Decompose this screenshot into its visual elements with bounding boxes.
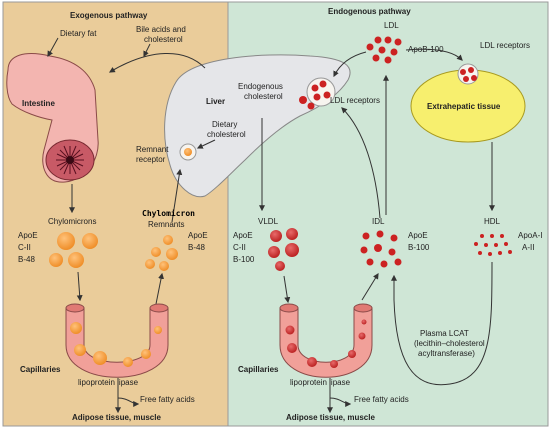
liver-label: Liver (206, 97, 225, 106)
arrow-ldl-to-liver (333, 51, 367, 78)
dietary-cholesterol-2: cholesterol (207, 130, 246, 139)
idl-apo-1: B-100 (408, 243, 430, 252)
bile-acids-label-2: cholesterol (144, 35, 183, 44)
arrow-idl-to-liver (341, 107, 381, 219)
ext-ldl-receptors-label: LDL receptors (480, 41, 530, 50)
hdl-apo-0: ApoA-I (518, 231, 542, 240)
arrow-vldl-to-capillaries (283, 275, 291, 304)
arrow-bile-acids (108, 52, 206, 73)
exo-adipose-label: Adipose tissue, muscle (72, 413, 161, 422)
chylo-apo-2: B-48 (18, 255, 35, 264)
chylo-apo-1: C-II (18, 243, 31, 252)
bile-acids-label-1: Bile acids and (136, 25, 186, 34)
extrahepatic-receptor (457, 63, 479, 85)
exo-free-fatty-acids: Free fatty acids (140, 395, 195, 404)
arrow-capillaries-to-remnants (155, 272, 165, 305)
dietary-fat-label: Dietary fat (60, 29, 97, 38)
chylomicron-particles (49, 232, 98, 268)
vldl-particles (268, 228, 299, 271)
endo-capillaries-label: Capillaries (238, 365, 279, 374)
exo-capillaries-label: Capillaries (20, 365, 61, 374)
remnant-particles (145, 235, 178, 271)
endo-lipoprotein-lipase: lipoprotein lipase (290, 378, 351, 387)
lcat-line-1: (lecithin–cholesterol (414, 339, 485, 348)
remnant-apo-1: B-48 (188, 243, 205, 252)
remnant-receptor (179, 143, 197, 161)
hdl-particles (474, 234, 512, 256)
chylomicrons-label: Chylomicrons (48, 217, 96, 226)
arrow-dietary-fat (47, 37, 59, 58)
remnant-apo-0: ApoE (188, 231, 208, 240)
vldl-apo-1: C-II (233, 243, 246, 252)
vldl-apo-0: ApoE (233, 231, 253, 240)
arrow-ldl-to-extrahepatic (405, 48, 463, 61)
exo-arrow-ffa (117, 397, 140, 407)
remnant-receptor-label-1: Remnant (136, 145, 169, 154)
endogenous-cholesterol-1: Endogenous (238, 82, 283, 91)
endogenous-title: Endogenous pathway (328, 7, 411, 16)
idl-particles (360, 230, 402, 268)
idl-label: IDL (372, 217, 385, 226)
endogenous-cholesterol-2: cholesterol (244, 92, 283, 101)
arrow-remnants-to-liver (171, 168, 183, 223)
liver (164, 54, 351, 198)
exogenous-capillary (65, 303, 169, 378)
endo-arrow-ffa (329, 397, 352, 407)
exo-lipoprotein-lipase: lipoprotein lipase (78, 378, 139, 387)
exogenous-title: Exogenous pathway (70, 11, 148, 20)
arrow-hdl-lcat (391, 261, 493, 386)
remnants-label: Remnants (148, 220, 184, 229)
liver-ldl-receptors-label: LDL receptors (330, 96, 380, 105)
arrow-chylomicrons-to-capillaries (76, 271, 83, 302)
extrahepatic-label: Extrahepatic tissue (427, 102, 501, 111)
intestine-label: Intestine (22, 99, 55, 108)
dietary-cholesterol-1: Dietary (212, 120, 237, 129)
endo-free-fatty-acids: Free fatty acids (354, 395, 409, 404)
ldl-label: LDL (384, 21, 399, 30)
ldl-particles (366, 36, 402, 64)
hdl-apo-1: A-II (522, 243, 534, 252)
vldl-label: VLDL (258, 217, 279, 226)
arrow-capillaries-to-idl (361, 272, 379, 301)
lcat-line-0: Plasma LCAT (420, 329, 469, 338)
arrow-dietary-cholesterol (196, 139, 216, 149)
chylo-apo-0: ApoE (18, 231, 38, 240)
idl-apo-0: ApoE (408, 231, 428, 240)
liver-ldl-receptor (299, 77, 336, 110)
arrow-bile-to-liver (143, 43, 151, 58)
vldl-apo-2: B-100 (233, 255, 255, 264)
endo-adipose-label: Adipose tissue, muscle (286, 413, 375, 422)
endogenous-capillary (279, 303, 373, 378)
remnant-receptor-label-2: receptor (136, 155, 166, 164)
hdl-label: HDL (484, 217, 501, 226)
lcat-line-2: acyltransferase) (418, 349, 475, 358)
chylomicron-handwritten: Chylomicron (142, 208, 195, 218)
